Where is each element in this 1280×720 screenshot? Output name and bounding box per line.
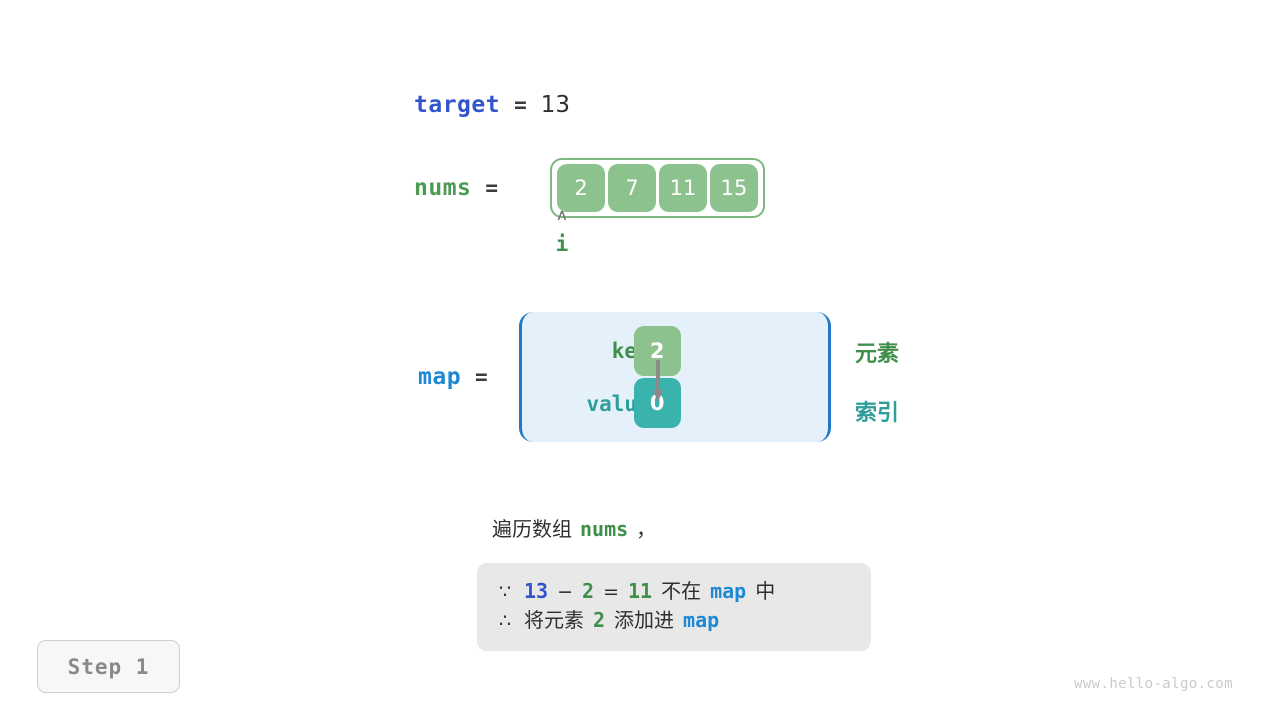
nums-variable-label: nums	[414, 175, 472, 201]
therefore-symbol-icon: ∴	[499, 610, 512, 632]
reasoning-box: ∵ 13 − 2 = 11 不在 map 中 ∴ 将元素 2 添加进 map	[477, 563, 871, 651]
caption-suffix: ，	[636, 517, 657, 541]
map-variable-label: map	[418, 364, 462, 390]
caret-up-icon: ʌ	[557, 205, 567, 224]
target-row: target = 13	[414, 92, 570, 118]
index-pointer: ʌ i	[549, 205, 575, 256]
array-cell: 2	[557, 164, 606, 212]
caption-line: 遍历数组 nums ，	[492, 513, 656, 542]
map-key-label: key	[611, 339, 650, 363]
legend-element-label: 元素	[855, 342, 900, 367]
reasoning-line-therefore: ∴ 将元素 2 添加进 map	[499, 606, 849, 635]
map-equals-sign: =	[475, 365, 488, 389]
because-symbol-icon: ∵	[499, 581, 512, 603]
pointer-label: i	[555, 232, 569, 256]
array-cell: 15	[710, 164, 759, 212]
target-equals-sign: =	[514, 93, 527, 117]
map-value-cell: 0	[633, 378, 681, 428]
caption-code-nums: nums	[580, 517, 629, 541]
target-value: 13	[540, 92, 571, 118]
legend: 元素 索引	[855, 336, 899, 427]
reason-operand-target: 13	[524, 579, 549, 603]
hashmap-panel: key value 2 0	[518, 312, 831, 442]
reason-add-lead-text: 将元素	[524, 608, 584, 632]
map-value-label: value	[586, 392, 650, 416]
reason-in-text: 中	[755, 579, 776, 603]
reason-code-map-2: map	[683, 608, 720, 632]
watermark: www.hello-algo.com	[1074, 676, 1233, 692]
target-variable-label: target	[414, 92, 501, 118]
map-row: map = key value 2 0	[418, 312, 831, 442]
reason-operand-current: 2	[582, 579, 595, 603]
reason-result: 11	[627, 579, 653, 603]
nums-equals-sign: =	[485, 176, 499, 200]
nums-row: nums = 2 7 11 15	[414, 158, 766, 218]
step-badge: Step 1	[37, 640, 180, 693]
caption-prefix: 遍历数组	[492, 517, 572, 541]
array-container: 2 7 11 15	[550, 158, 766, 218]
legend-index-label: 索引	[855, 401, 900, 426]
reason-code-map: map	[710, 579, 747, 603]
reason-equals-sign: =	[603, 581, 619, 603]
array-cell: 7	[608, 164, 657, 212]
reason-minus-sign: −	[557, 581, 574, 603]
reason-add-mid-text: 添加进	[614, 608, 675, 632]
array-cell: 11	[659, 164, 708, 212]
reason-not-in-text: 不在	[661, 579, 702, 603]
key-to-value-arrow-icon	[652, 360, 663, 402]
reason-added-number: 2	[593, 608, 606, 632]
reasoning-line-because: ∵ 13 − 2 = 11 不在 map 中	[499, 577, 849, 606]
